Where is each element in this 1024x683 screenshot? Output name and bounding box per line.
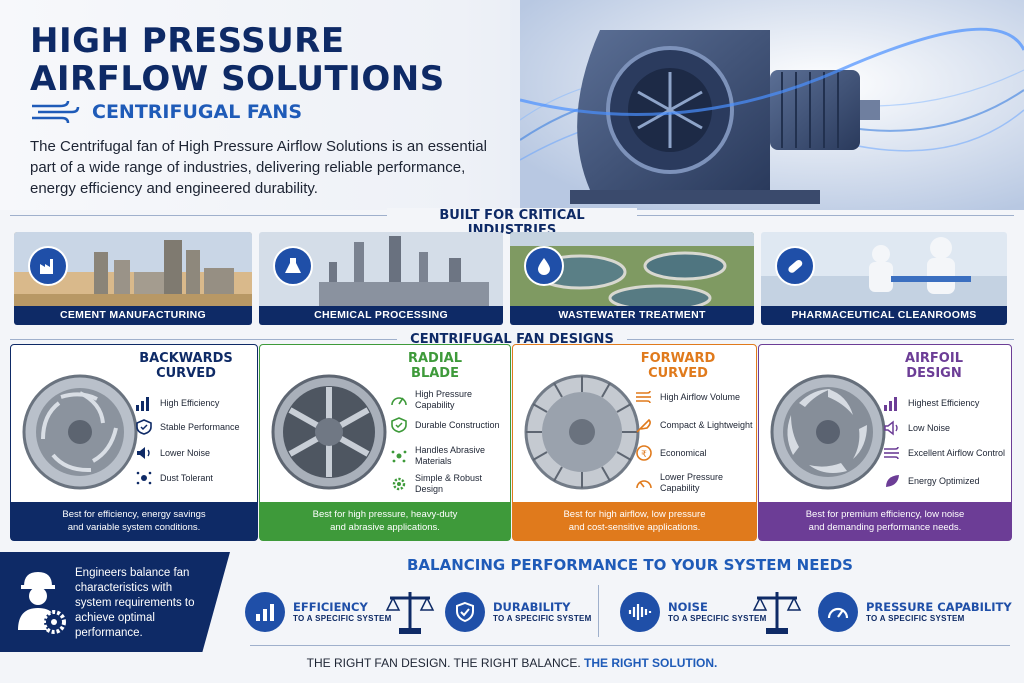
speaker-icon xyxy=(884,420,898,436)
industry-label: CEMENT MANUFACTURING xyxy=(14,306,252,325)
hero-banner: HIGH PRESSURE AIRFLOW SOLUTIONS CENTRIFU… xyxy=(0,0,1024,210)
balance-scale-icon xyxy=(752,592,802,634)
centrifugal-fan-hero-image xyxy=(520,0,1024,210)
feature-item: Energy Optimized xyxy=(883,473,1007,489)
tagline: THE RIGHT FAN DESIGN. THE RIGHT BALANCE.… xyxy=(306,656,718,670)
feature-item: Simple & Robust Design xyxy=(390,473,508,495)
subtitle: CENTRIFUGAL FANS xyxy=(92,101,303,123)
balance-title: BALANCING PERFORMANCE TO YOUR SYSTEM NEE… xyxy=(407,556,853,574)
shield-icon xyxy=(391,417,407,433)
gauge-icon xyxy=(636,480,652,489)
water-drop-icon xyxy=(524,246,564,286)
feature-item: Excellent Airflow Control xyxy=(883,445,1007,461)
designs-title: CENTRIFUGAL FAN DESIGNS xyxy=(397,332,627,347)
industry-card-cement: CEMENT MANUFACTURING xyxy=(14,232,252,325)
tagline-divider xyxy=(250,645,1010,646)
feature-item: Dust Tolerant xyxy=(135,470,255,486)
feature-item: Low Noise xyxy=(883,420,1007,436)
feature-item: Compact & Lightweight xyxy=(635,417,753,433)
feature-item: ₹ Economical xyxy=(635,445,753,461)
feature-item: Lower Noise xyxy=(135,445,255,461)
feature-item: High Pressure Capability xyxy=(390,389,508,411)
backwards-curved-impeller-image xyxy=(22,374,138,490)
bar-chart-icon xyxy=(884,397,897,411)
shield-icon xyxy=(136,419,152,435)
industry-label: CHEMICAL PROCESSING xyxy=(259,306,503,325)
feature-item: Highest Efficiency xyxy=(883,395,1007,411)
dust-icon xyxy=(136,471,152,485)
shield-icon xyxy=(445,592,485,632)
engineer-gear-icon xyxy=(18,572,66,634)
feature-item: Stable Performance xyxy=(135,419,255,435)
feature-item: Durable Construction xyxy=(390,417,508,433)
bar-chart-icon xyxy=(136,397,149,411)
industry-label: WASTEWATER TREATMENT xyxy=(510,306,754,325)
feature-item: Handles Abrasive Materials xyxy=(390,445,508,467)
feature-item: High Efficiency xyxy=(135,395,255,411)
subtitle-row: CENTRIFUGAL FANS xyxy=(30,100,302,124)
bar-chart-icon xyxy=(245,592,285,632)
feature-item: Lower Pressure Capability xyxy=(635,472,753,494)
capsule-icon xyxy=(775,246,815,286)
forward-curved-impeller-image xyxy=(524,374,640,490)
feature-item: High Airflow Volume xyxy=(635,389,753,405)
gauge-icon xyxy=(391,397,407,406)
flask-icon xyxy=(273,246,313,286)
leaf-icon xyxy=(886,475,899,487)
engineers-text: Engineers balance fan characteristics wi… xyxy=(75,567,195,639)
page-title: HIGH PRESSURE AIRFLOW SOLUTIONS xyxy=(30,22,445,98)
industry-card-pharma: PHARMACEUTICAL CLEANROOMS xyxy=(761,232,1007,325)
airflow-icon xyxy=(884,446,899,460)
speaker-icon xyxy=(137,447,150,459)
rupee-coin-icon: ₹ xyxy=(636,445,652,461)
balance-scale-icon xyxy=(385,592,435,634)
industry-label: PHARMACEUTICAL CLEANROOMS xyxy=(761,306,1007,325)
feather-icon xyxy=(636,418,651,433)
industry-card-wastewater: WASTEWATER TREATMENT xyxy=(510,232,754,325)
title-line-1: HIGH PRESSURE xyxy=(30,21,345,61)
airflow-icon xyxy=(32,100,80,124)
particles-icon xyxy=(391,450,407,463)
radial-blade-impeller-image xyxy=(271,374,387,490)
balance-divider xyxy=(598,585,599,637)
factory-icon xyxy=(28,246,68,286)
intro-paragraph: The Centrifugal fan of High Pressure Air… xyxy=(30,138,487,197)
engineers-panel: Engineers balance fan characteristics wi… xyxy=(0,552,230,652)
title-line-2: AIRFLOW SOLUTIONS xyxy=(30,59,445,99)
gear-icon xyxy=(392,477,406,491)
sound-wave-icon xyxy=(620,592,660,632)
gauge-icon xyxy=(818,592,858,632)
airfoil-impeller-image xyxy=(770,374,886,490)
industry-card-chemical: CHEMICAL PROCESSING xyxy=(259,232,503,325)
svg-text:₹: ₹ xyxy=(641,450,647,460)
airflow-icon xyxy=(636,390,651,404)
